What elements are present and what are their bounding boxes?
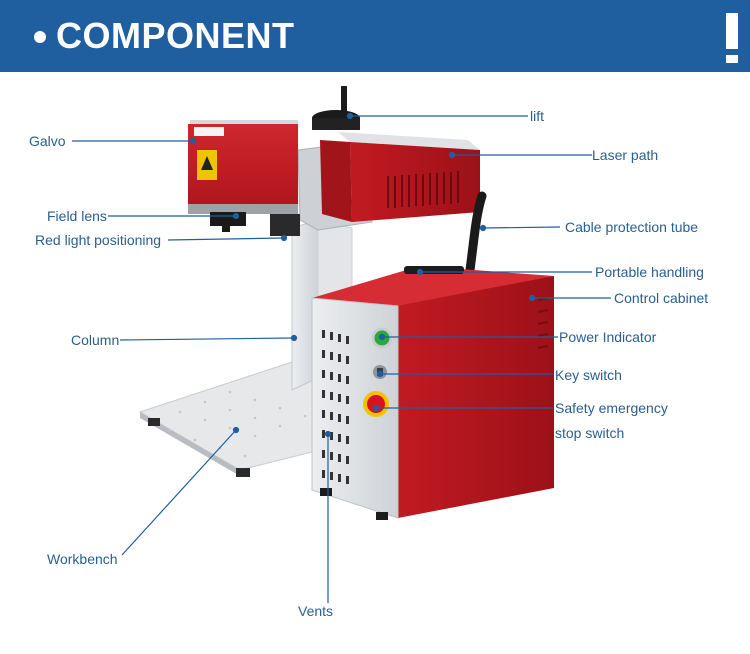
label-key-switch: Key switch	[555, 367, 622, 383]
label-cable-protection-tube: Cable protection tube	[565, 219, 699, 235]
machine-illustration	[72, 86, 611, 603]
galvo-head	[188, 120, 300, 236]
label-lift: lift	[530, 108, 544, 124]
label-galvo: Galvo	[29, 133, 66, 149]
label-power-indicator: Power Indicator	[559, 329, 657, 345]
laser-path-housing	[320, 132, 480, 222]
label-red-light-positioning: Red light positioning	[35, 232, 162, 248]
lift-knob	[312, 86, 360, 130]
label-field-lens: Field lens	[47, 208, 107, 224]
label-safety-emergency: Safety emergency	[555, 400, 668, 416]
header-banner: COMPONENT	[0, 0, 750, 72]
leader-lines	[72, 112, 611, 603]
label-vents: Vents	[298, 603, 334, 619]
exclamation-icon	[724, 11, 740, 65]
control-cabinet	[311, 266, 554, 520]
label-stop-switch: stop switch	[555, 425, 625, 441]
label-column: Column	[71, 332, 120, 348]
label-control-cabinet: Control cabinet	[614, 290, 709, 306]
label-workbench: Workbench	[47, 551, 118, 567]
cable-protection-tube	[465, 191, 487, 275]
label-laser-path: Laser path	[592, 147, 659, 163]
bullet-dot	[34, 31, 46, 43]
emergency-stop-button	[363, 391, 389, 417]
page-title: COMPONENT	[56, 15, 295, 56]
label-portable-handling: Portable handling	[595, 264, 704, 280]
